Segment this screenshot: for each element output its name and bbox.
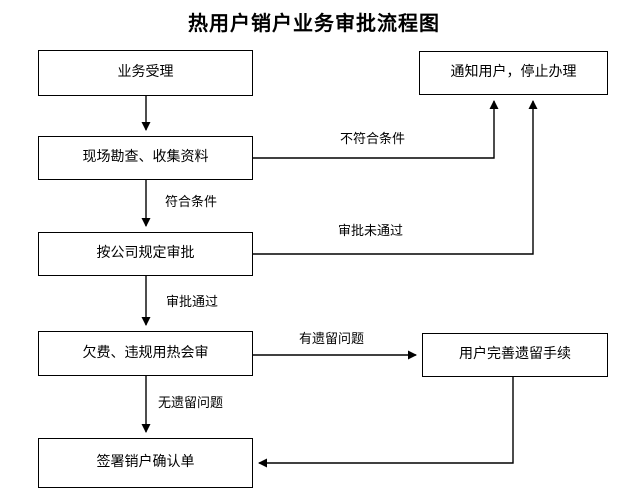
- node-complete-label: 用户完善遗留手续: [459, 347, 571, 362]
- edge-label-qualified: 符合条件: [163, 193, 220, 211]
- edge-label-no-issue: 无遗留问题: [156, 394, 226, 412]
- node-complete[interactable]: 用户完善遗留手续: [422, 333, 608, 377]
- node-notify[interactable]: 通知用户，停止办理: [419, 51, 608, 95]
- node-review[interactable]: 欠费、违规用热会审: [38, 331, 253, 376]
- edge-complete-to-sign: [258, 377, 514, 468]
- node-accept-label: 业务受理: [117, 65, 174, 80]
- node-approve[interactable]: 按公司规定审批: [38, 232, 253, 276]
- node-approve-label: 按公司规定审批: [96, 246, 195, 261]
- node-accept[interactable]: 业务受理: [38, 50, 253, 96]
- edge-survey-to-notify: [253, 100, 499, 159]
- edge-label-not-qualified: 不符合条件: [338, 130, 408, 148]
- edge-label-not-approved: 审批未通过: [336, 222, 406, 240]
- page-title: 热用户销户业务审批流程图: [188, 11, 440, 35]
- edge-label-approved: 审批通过: [164, 293, 221, 311]
- node-review-label: 欠费、违规用热会审: [82, 345, 209, 361]
- edge-approve-to-notify: [253, 100, 538, 255]
- node-notify-label: 通知用户，停止办理: [450, 65, 577, 80]
- node-sign[interactable]: 签署销户确认单: [38, 438, 253, 488]
- node-survey-label: 现场勘查、收集资料: [82, 150, 209, 165]
- node-survey[interactable]: 现场勘查、收集资料: [38, 136, 253, 180]
- edge-label-has-issue: 有遗留问题: [297, 330, 367, 348]
- node-sign-label: 签署销户确认单: [96, 455, 195, 470]
